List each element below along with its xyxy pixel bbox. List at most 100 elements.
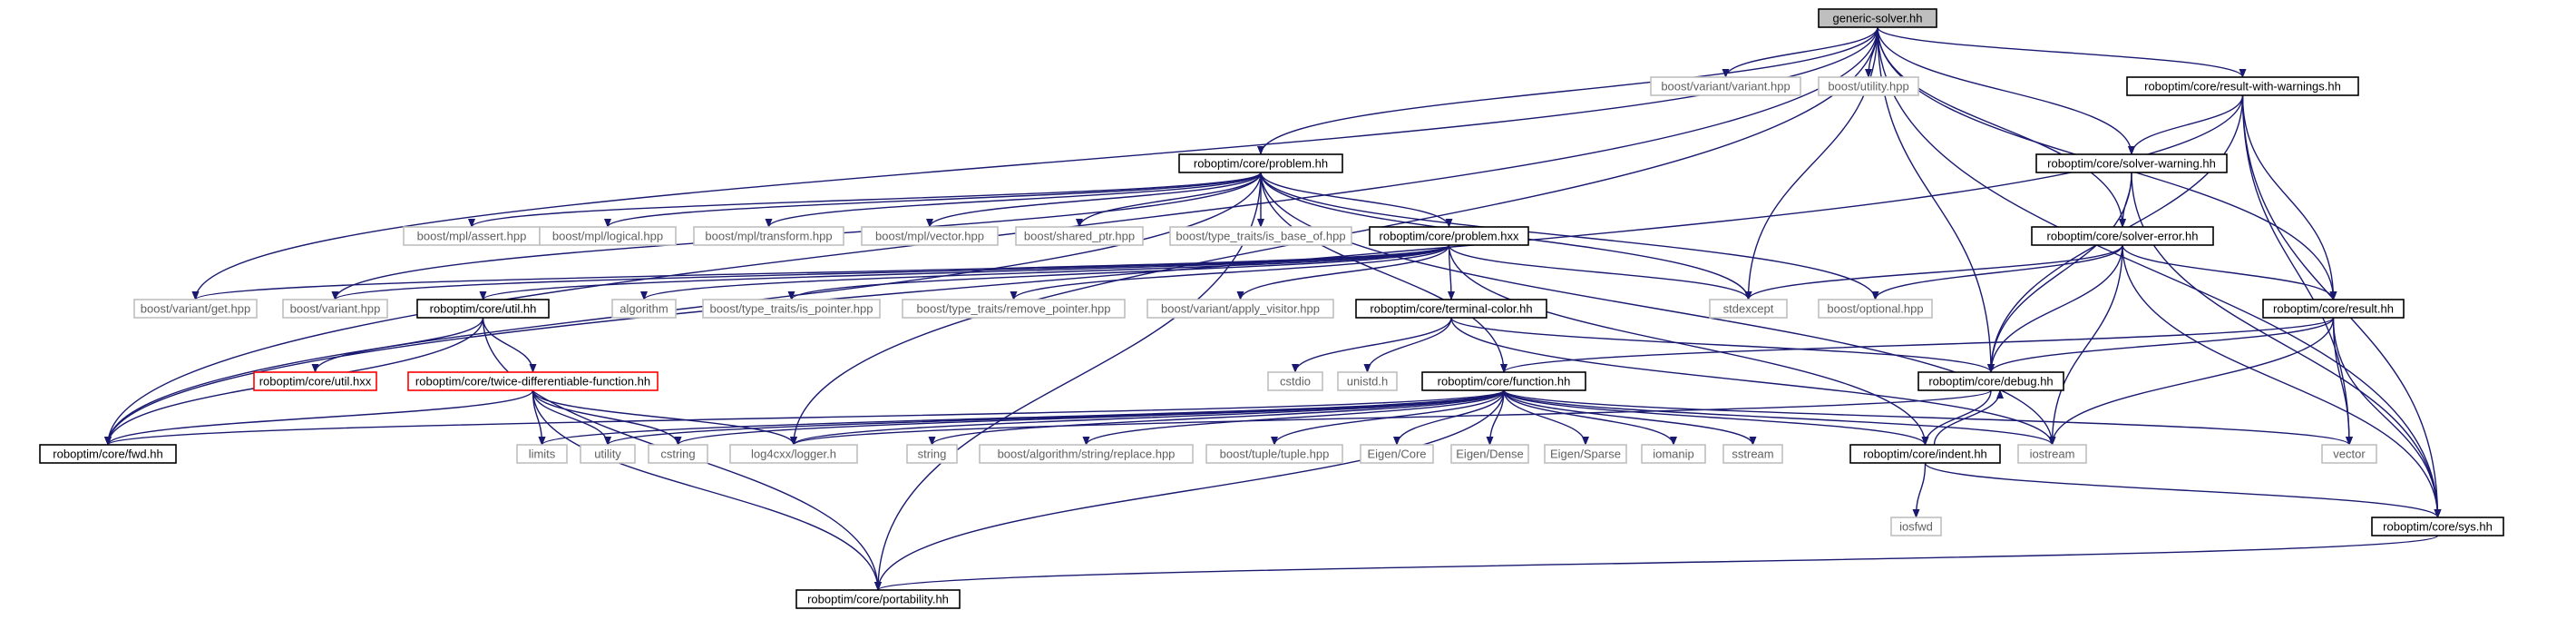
node-variant-hpp[interactable]: boost/variant.hpp — [282, 299, 388, 319]
node-cstdio[interactable]: cstdio — [1267, 371, 1323, 391]
node-limits[interactable]: limits — [516, 444, 568, 464]
node-label: cstring — [660, 448, 695, 461]
node-label: boost/tuple/tuple.hpp — [1220, 448, 1330, 461]
node-iosfwd[interactable]: iosfwd — [1890, 517, 1942, 536]
node-box — [1337, 371, 1398, 391]
node-mpl-assert[interactable]: boost/mpl/assert.hpp — [403, 226, 541, 246]
node-algorithm[interactable]: algorithm — [611, 299, 677, 319]
node-stdexcept[interactable]: stdexcept — [1709, 299, 1788, 319]
node-eigen-core[interactable]: Eigen/Core — [1360, 444, 1434, 464]
node-label: Eigen/Dense — [1456, 448, 1523, 461]
edge-function_hh-to-eigen_sparse — [1503, 389, 1589, 446]
node-mpl-transform[interactable]: boost/mpl/transform.hpp — [693, 226, 844, 246]
node-box — [902, 299, 1126, 319]
node-replace[interactable]: boost/algorithm/string/replace.hpp — [979, 444, 1194, 464]
node-terminal-color[interactable]: roboptim/core/terminal-color.hh — [1355, 299, 1547, 319]
node-box — [39, 444, 177, 464]
node-box — [1369, 226, 1529, 246]
edge-solver_error-to-debug_hh — [1987, 244, 2123, 373]
node-eigen-sparse[interactable]: Eigen/Sparse — [1544, 444, 1627, 464]
node-box — [2371, 517, 2504, 536]
node-util-hxx[interactable]: roboptim/core/util.hxx — [253, 371, 377, 391]
node-box — [1544, 444, 1627, 464]
node-label: boost/mpl/vector.hpp — [875, 230, 984, 243]
node-iostream[interactable]: iostream — [2017, 444, 2087, 464]
node-debug-hh[interactable]: roboptim/core/debug.hh — [1917, 371, 2064, 391]
node-sys-hh[interactable]: roboptim/core/sys.hh — [2371, 517, 2504, 536]
node-twice[interactable]: roboptim/core/twice-differentiable-funct… — [407, 371, 659, 391]
edge-rww-to-solver_warning — [2128, 94, 2244, 155]
node-box — [1722, 444, 1783, 464]
node-eigen-dense[interactable]: Eigen/Dense — [1450, 444, 1529, 464]
node-function-hh[interactable]: roboptim/core/function.hh — [1421, 371, 1586, 391]
edge-root-to-rww — [1877, 26, 2247, 78]
node-label: roboptim/core/problem.hh — [1194, 157, 1328, 171]
node-label: boost/optional.hpp — [1827, 302, 1923, 316]
node-log4cxx[interactable]: log4cxx/logger.h — [729, 444, 858, 464]
node-utility[interactable]: utility — [580, 444, 636, 464]
node-is-base-of[interactable]: boost/type_traits/is_base_of.hpp — [1169, 226, 1352, 246]
edge-debug_hh-to-log4cxx — [790, 389, 1992, 446]
node-sstream[interactable]: sstream — [1722, 444, 1783, 464]
node-variant-get[interactable]: boost/variant/get.hpp — [133, 299, 258, 319]
node-label: generic-solver.hh — [1833, 12, 1923, 25]
node-shared-ptr[interactable]: boost/shared_ptr.hpp — [1015, 226, 1144, 246]
node-problem-hxx[interactable]: roboptim/core/problem.hxx — [1369, 226, 1529, 246]
node-label: boost/shared_ptr.hpp — [1024, 230, 1135, 243]
node-utility-hpp[interactable]: boost/utility.hpp — [1818, 76, 1919, 96]
node-label: Eigen/Sparse — [1550, 448, 1621, 461]
node-box — [648, 444, 708, 464]
node-cstring[interactable]: cstring — [648, 444, 708, 464]
edge-problem-to-function_hh — [1260, 172, 1508, 373]
node-vector[interactable]: vector — [2321, 444, 2377, 464]
node-box — [611, 299, 677, 319]
edge-debug_hh-to-indent — [1921, 389, 1992, 446]
node-label: utility — [594, 448, 621, 461]
node-rww[interactable]: roboptim/core/result-with-warnings.hh — [2126, 76, 2359, 96]
node-indent[interactable]: roboptim/core/indent.hh — [1849, 444, 2001, 464]
node-label: Eigen/Core — [1367, 448, 1426, 461]
node-box — [702, 299, 881, 319]
node-string[interactable]: string — [906, 444, 958, 464]
edge-terminal_color-to-cstdio — [1292, 317, 1452, 373]
node-label: boost/variant/get.hpp — [141, 302, 250, 316]
edge-problem_hxx-to-indent — [1448, 244, 1929, 446]
node-box — [795, 589, 961, 609]
node-solver-warning[interactable]: roboptim/core/solver-warning.hh — [2035, 153, 2228, 173]
node-box — [729, 444, 858, 464]
node-unistd[interactable]: unistd.h — [1337, 371, 1398, 391]
node-result-hh[interactable]: roboptim/core/result.hh — [2262, 299, 2405, 319]
edge-function_hh-to-vector — [1503, 389, 2353, 446]
node-iomanip[interactable]: iomanip — [1641, 444, 1706, 464]
node-problem[interactable]: roboptim/core/problem.hh — [1178, 153, 1343, 173]
node-box — [979, 444, 1194, 464]
node-apply-visitor[interactable]: boost/variant/apply_visitor.hpp — [1147, 299, 1334, 319]
node-label: string — [918, 448, 947, 461]
node-root[interactable]: generic-solver.hh — [1818, 8, 1937, 28]
node-fwd[interactable]: roboptim/core/fwd.hh — [39, 444, 177, 464]
node-optional[interactable]: boost/optional.hpp — [1818, 299, 1933, 319]
edge-function_hh-to-fwd — [104, 389, 1505, 446]
node-label: roboptim/core/terminal-color.hh — [1370, 302, 1532, 316]
node-mpl-vector[interactable]: boost/mpl/vector.hpp — [861, 226, 999, 246]
edge-problem-to-shared_ptr — [1076, 172, 1262, 228]
node-portability[interactable]: roboptim/core/portability.hh — [795, 589, 961, 609]
node-label: roboptim/core/result.hh — [2273, 302, 2394, 316]
node-is-pointer[interactable]: boost/type_traits/is_pointer.hpp — [702, 299, 881, 319]
node-box — [1178, 153, 1343, 173]
node-variant[interactable]: boost/variant/variant.hpp — [1650, 76, 1801, 96]
edge-twice-to-cstring — [532, 389, 682, 446]
node-solver-error[interactable]: roboptim/core/solver-error.hh — [2031, 226, 2214, 246]
node-util-hh[interactable]: roboptim/core/util.hh — [416, 299, 550, 319]
edge-problem-to-optional — [1260, 172, 1879, 300]
node-label: vector — [2333, 448, 2366, 461]
edge-rww-to-result_hh — [2241, 94, 2337, 300]
edge-problem_hxx-to-algorithm — [640, 244, 1450, 300]
node-label: stdexcept — [1723, 302, 1774, 316]
node-label: algorithm — [620, 302, 668, 316]
node-remove-pointer[interactable]: boost/type_traits/remove_pointer.hpp — [902, 299, 1126, 319]
edge-twice-to-log4cxx — [532, 389, 797, 446]
node-mpl-logical[interactable]: boost/mpl/logical.hpp — [539, 226, 677, 246]
node-tuple[interactable]: boost/tuple/tuple.hpp — [1205, 444, 1343, 464]
node-label: iomanip — [1653, 448, 1694, 461]
